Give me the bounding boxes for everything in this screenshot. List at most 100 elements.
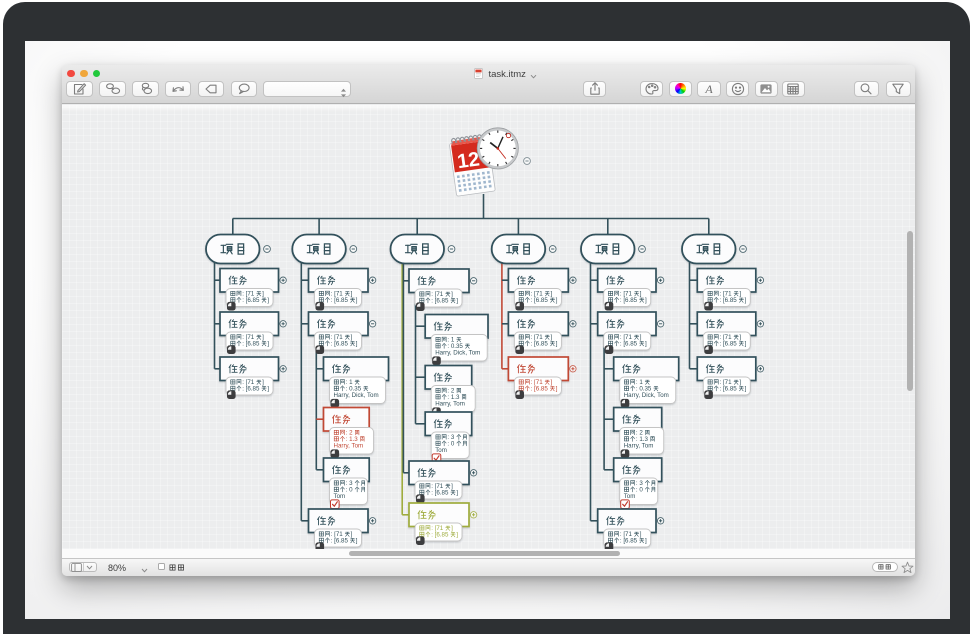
svg-text:]: ] bbox=[645, 296, 647, 303]
svg-text:: [71: : [71 bbox=[331, 290, 344, 297]
svg-text:: [6.85: : [6.85 bbox=[331, 537, 349, 544]
svg-text:]: ] bbox=[451, 525, 453, 532]
svg-text:Harry, Tom: Harry, Tom bbox=[435, 400, 465, 407]
svg-text:: 1.3: : 1.3 bbox=[447, 393, 460, 400]
svg-text:]: ] bbox=[551, 334, 553, 341]
svg-text:: [71: : [71 bbox=[431, 525, 444, 532]
svg-text:]: ] bbox=[556, 296, 558, 303]
svg-text:Harry, Dick, Tom: Harry, Dick, Tom bbox=[624, 391, 669, 398]
svg-text:Harry, Dick, Tom: Harry, Dick, Tom bbox=[435, 349, 480, 356]
svg-text:: 0: : 0 bbox=[346, 486, 353, 493]
svg-text:Tom: Tom bbox=[624, 492, 636, 499]
svg-text:: 1.3: : 1.3 bbox=[346, 435, 359, 442]
svg-text:]: ] bbox=[262, 334, 264, 341]
svg-text:: 2: : 2 bbox=[636, 429, 643, 436]
svg-text:: 0.35: : 0.35 bbox=[636, 385, 652, 392]
svg-text:]: ] bbox=[351, 531, 353, 538]
svg-text:]: ] bbox=[739, 290, 741, 297]
svg-text:]: ] bbox=[356, 537, 358, 544]
svg-text:: [6.85: : [6.85 bbox=[242, 296, 260, 303]
svg-text:]: ] bbox=[267, 340, 269, 347]
svg-text:: [71: : [71 bbox=[242, 334, 255, 341]
svg-text:: [71: : [71 bbox=[242, 290, 255, 297]
svg-text:]: ] bbox=[556, 385, 558, 392]
svg-text:]: ] bbox=[551, 379, 553, 386]
svg-text:: 1: : 1 bbox=[447, 336, 454, 343]
svg-text:: 0.35: : 0.35 bbox=[346, 385, 362, 392]
svg-text:Harry, Tom: Harry, Tom bbox=[624, 442, 654, 449]
svg-text:]: ] bbox=[551, 290, 553, 297]
svg-text:]: ] bbox=[456, 297, 458, 304]
svg-text:: [71: : [71 bbox=[431, 291, 444, 298]
svg-text:]: ] bbox=[262, 379, 264, 386]
svg-text:]: ] bbox=[267, 296, 269, 303]
svg-text:]: ] bbox=[451, 291, 453, 298]
svg-text:12: 12 bbox=[456, 148, 481, 173]
svg-text:: [71: : [71 bbox=[431, 483, 444, 490]
svg-text:: [6.85: : [6.85 bbox=[531, 296, 549, 303]
svg-text:]: ] bbox=[745, 385, 747, 392]
svg-text:]: ] bbox=[745, 340, 747, 347]
svg-text:: 3: : 3 bbox=[447, 434, 454, 441]
svg-text:: [6.85: : [6.85 bbox=[531, 340, 549, 347]
svg-text:: 1.3: : 1.3 bbox=[636, 435, 649, 442]
svg-text:: [71: : [71 bbox=[720, 334, 733, 341]
svg-text:]: ] bbox=[451, 483, 453, 490]
svg-text:: [6.85: : [6.85 bbox=[331, 340, 349, 347]
svg-text:: [6.85: : [6.85 bbox=[431, 531, 449, 538]
svg-text:]: ] bbox=[356, 296, 358, 303]
svg-text:Tom: Tom bbox=[334, 492, 346, 499]
svg-text:: 1: : 1 bbox=[636, 379, 643, 386]
svg-text:: [6.85: : [6.85 bbox=[242, 340, 260, 347]
svg-text:: [6.85: : [6.85 bbox=[331, 296, 349, 303]
svg-text:]: ] bbox=[456, 489, 458, 496]
svg-text:]: ] bbox=[262, 290, 264, 297]
svg-text:Harry, Dick, Tom: Harry, Dick, Tom bbox=[334, 391, 379, 398]
svg-text:]: ] bbox=[640, 290, 642, 297]
svg-text:]: ] bbox=[640, 334, 642, 341]
svg-text:]: ] bbox=[745, 296, 747, 303]
svg-text:]: ] bbox=[351, 290, 353, 297]
svg-text:: [71: : [71 bbox=[531, 290, 544, 297]
svg-text:]: ] bbox=[267, 385, 269, 392]
svg-text:: [6.85: : [6.85 bbox=[620, 537, 638, 544]
svg-text:: [6.85: : [6.85 bbox=[531, 385, 549, 392]
svg-text:: [6.85: : [6.85 bbox=[242, 385, 260, 392]
svg-text:]: ] bbox=[556, 340, 558, 347]
svg-text:: 2: : 2 bbox=[346, 429, 353, 436]
svg-text:]: ] bbox=[645, 537, 647, 544]
svg-text:: [6.85: : [6.85 bbox=[620, 340, 638, 347]
svg-text:: [71: : [71 bbox=[242, 379, 255, 386]
svg-text:: [71: : [71 bbox=[620, 334, 633, 341]
svg-text:: [6.85: : [6.85 bbox=[620, 296, 638, 303]
svg-text:: [71: : [71 bbox=[331, 334, 344, 341]
svg-text:: 3: : 3 bbox=[346, 480, 353, 487]
svg-text:: 0: : 0 bbox=[447, 440, 454, 447]
svg-text:]: ] bbox=[356, 340, 358, 347]
svg-text:: 1: : 1 bbox=[346, 379, 353, 386]
svg-text:Harry, Tom: Harry, Tom bbox=[334, 442, 364, 449]
svg-text:: 3: : 3 bbox=[636, 480, 643, 487]
svg-text:: 0.35: : 0.35 bbox=[447, 342, 463, 349]
svg-text:: 2: : 2 bbox=[447, 387, 454, 394]
svg-text:: [6.85: : [6.85 bbox=[431, 489, 449, 496]
svg-text:: [71: : [71 bbox=[620, 290, 633, 297]
svg-text:]: ] bbox=[351, 334, 353, 341]
svg-text:: [71: : [71 bbox=[720, 290, 733, 297]
svg-text:]: ] bbox=[739, 379, 741, 386]
svg-text:: [71: : [71 bbox=[531, 379, 544, 386]
svg-text:: [6.85: : [6.85 bbox=[720, 385, 738, 392]
svg-text:: [71: : [71 bbox=[720, 379, 733, 386]
svg-text:: [6.85: : [6.85 bbox=[720, 296, 738, 303]
svg-text:Tom: Tom bbox=[435, 446, 447, 453]
svg-text:]: ] bbox=[739, 334, 741, 341]
svg-text:: [71: : [71 bbox=[331, 531, 344, 538]
svg-text:]: ] bbox=[456, 531, 458, 538]
svg-text:: [6.85: : [6.85 bbox=[720, 340, 738, 347]
svg-text:: [6.85: : [6.85 bbox=[431, 297, 449, 304]
svg-text:: [71: : [71 bbox=[531, 334, 544, 341]
svg-text:: 0: : 0 bbox=[636, 486, 643, 493]
svg-text:]: ] bbox=[640, 531, 642, 538]
svg-text:: [71: : [71 bbox=[620, 531, 633, 538]
svg-text:]: ] bbox=[645, 340, 647, 347]
